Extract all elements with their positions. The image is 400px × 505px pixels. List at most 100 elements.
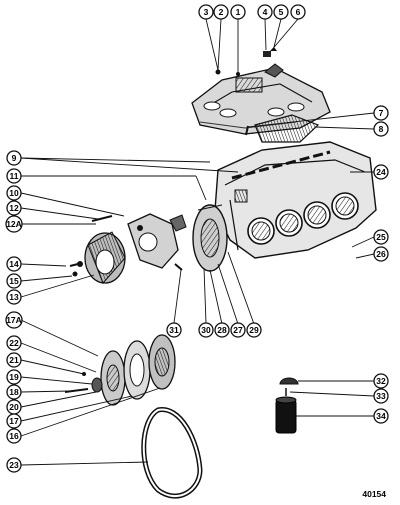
callout-circle <box>6 185 22 201</box>
callout-circle <box>6 200 22 216</box>
callout-circle <box>373 164 389 180</box>
callout-circle <box>5 311 23 329</box>
leader-lines <box>20 18 375 466</box>
callout-label: 32 <box>376 376 386 386</box>
callout-32: 32 <box>373 373 389 389</box>
callout-29: 29 <box>246 322 262 338</box>
callout-label: 3 <box>204 7 209 17</box>
callout-circle <box>273 4 289 20</box>
callout-31: 31 <box>166 322 182 338</box>
callout-label: 30 <box>201 325 211 335</box>
callout-13: 13 <box>6 289 22 305</box>
callout-14: 14 <box>6 256 22 272</box>
callout-circle <box>373 373 389 389</box>
timing-cover <box>84 231 126 284</box>
callout-circle <box>373 105 389 121</box>
callout-circle <box>230 322 246 338</box>
callout-circle <box>6 384 22 400</box>
callout-label: 13 <box>9 292 19 302</box>
callout-26: 26 <box>373 246 389 262</box>
callout-1: 1 <box>230 4 246 20</box>
callout-5: 5 <box>273 4 289 20</box>
callout-label: 20 <box>9 402 19 412</box>
callout-label: 5 <box>279 7 284 17</box>
callout-label: 17 <box>9 416 19 426</box>
callout-8: 8 <box>373 121 389 137</box>
callout-15: 15 <box>6 273 22 289</box>
callout-circle <box>230 4 246 20</box>
callout-circle <box>214 322 230 338</box>
callout-circle <box>6 150 22 166</box>
callout-3: 3 <box>198 4 214 20</box>
callout-label: 10 <box>9 188 19 198</box>
callout-24: 24 <box>373 164 389 180</box>
callout-label: 15 <box>9 276 19 286</box>
callout-10: 10 <box>6 185 22 201</box>
callout-9: 9 <box>6 150 22 166</box>
callout-19: 19 <box>6 369 22 385</box>
callout-label: 16 <box>9 431 19 441</box>
callout-7: 7 <box>373 105 389 121</box>
callout-6: 6 <box>290 4 306 20</box>
callout-label: 6 <box>296 7 301 17</box>
callout-circle <box>373 246 389 262</box>
callout-circle <box>373 121 389 137</box>
callout-label: 11 <box>10 171 19 181</box>
bolts-left <box>69 215 183 277</box>
callout-label: 8 <box>379 124 384 134</box>
callout-circle <box>290 4 306 20</box>
callout-circle <box>6 335 22 351</box>
callout-circle <box>6 369 22 385</box>
callout-17a: 17A <box>5 311 23 329</box>
callout-label: 33 <box>376 391 386 401</box>
cylinder-block <box>214 141 377 259</box>
callout-label: 21 <box>9 355 19 365</box>
callout-circle <box>6 413 22 429</box>
callout-circle <box>246 322 262 338</box>
callout-17: 17 <box>6 413 22 429</box>
callout-16: 16 <box>6 428 22 444</box>
callout-circle <box>373 229 389 245</box>
callout-label: 4 <box>263 7 268 17</box>
callout-18: 18 <box>6 384 22 400</box>
callout-circle <box>198 322 214 338</box>
callout-label: 14 <box>9 259 19 269</box>
callout-28: 28 <box>214 322 230 338</box>
callout-label: 29 <box>249 325 259 335</box>
callout-label: 12A <box>6 219 22 229</box>
pulley-stack <box>64 334 176 406</box>
callout-label: 34 <box>376 411 386 421</box>
oil-filter <box>275 377 299 434</box>
callout-label: 1 <box>236 7 241 17</box>
callout-4: 4 <box>257 4 273 20</box>
callout-circle <box>166 322 182 338</box>
flywheel-plate <box>192 204 228 272</box>
callout-circle <box>213 4 229 20</box>
valley-cover <box>245 114 320 143</box>
callout-20: 20 <box>6 399 22 415</box>
callout-circle <box>6 428 22 444</box>
callout-circle <box>6 168 22 184</box>
callout-25: 25 <box>373 229 389 245</box>
callout-label: 25 <box>376 232 386 242</box>
callout-circle <box>198 4 214 20</box>
callout-circle <box>6 457 22 473</box>
callout-label: 2 <box>219 7 224 17</box>
callout-label: 27 <box>233 325 243 335</box>
callout-circle <box>373 388 389 404</box>
callout-label: 28 <box>217 325 227 335</box>
callout-34: 34 <box>373 408 389 424</box>
callout-22: 22 <box>6 335 22 351</box>
callout-label: 31 <box>169 325 179 335</box>
callout-label: 24 <box>376 167 386 177</box>
callout-label: 12 <box>9 203 19 213</box>
callout-circle <box>6 273 22 289</box>
callout-23: 23 <box>6 457 22 473</box>
callout-27: 27 <box>230 322 246 338</box>
callout-label: 23 <box>9 460 19 470</box>
callout-circle <box>5 215 23 233</box>
callout-21: 21 <box>6 352 22 368</box>
callout-label: 19 <box>9 372 19 382</box>
callout-circle <box>373 408 389 424</box>
